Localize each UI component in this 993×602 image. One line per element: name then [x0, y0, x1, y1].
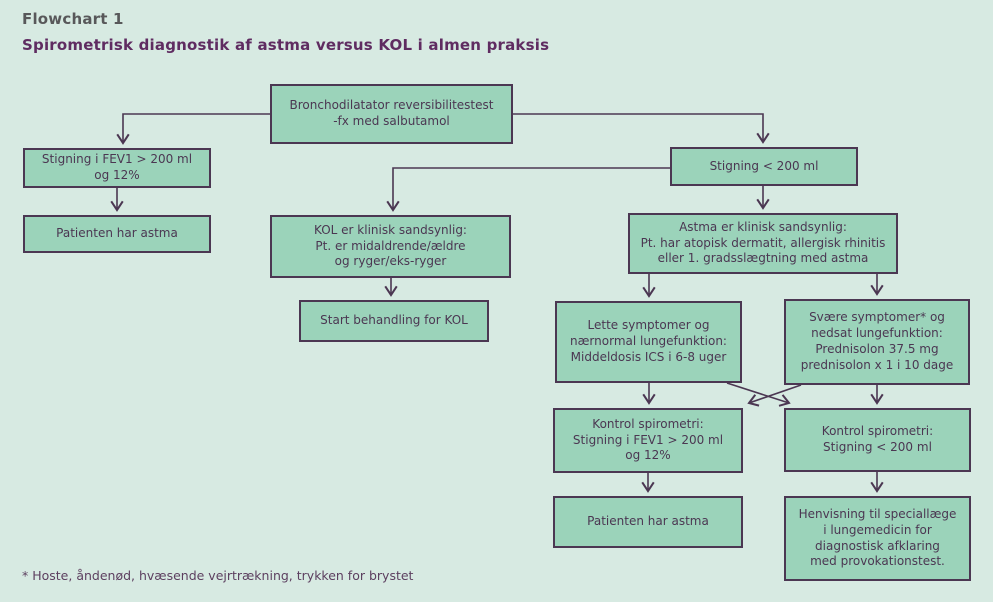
node-lette-symptomer: Lette symptomer og nærnormal lungefunkti…: [555, 301, 742, 383]
node-start-behandling-kol: Start behandling for KOL: [299, 300, 489, 342]
node-patienten-har-astma-1: Patienten har astma: [23, 215, 211, 253]
node-label: Patienten har astma: [587, 514, 709, 529]
node-label: Start behandling for KOL: [320, 313, 468, 328]
node-kol-sandsynlig: KOL er klinisk sandsynlig: Pt. er midald…: [270, 215, 511, 278]
node-stigning-fev1: Stigning i FEV1 > 200 ml og 12%: [23, 148, 211, 188]
node-label: Stigning < 200 ml: [709, 158, 819, 173]
node-astma-sandsynlig: Astma er klinisk sandsynlig: Pt. har ato…: [628, 213, 898, 274]
node-henvisning-speciallaege: Henvisning til speciallæge i lungemedici…: [784, 496, 971, 581]
node-label: Patienten har astma: [56, 226, 178, 241]
node-label: KOL er klinisk sandsynlig: Pt. er midald…: [314, 222, 467, 269]
node-kontrol-spirometri-fev1: Kontrol spirometri: Stigning i FEV1 > 20…: [553, 408, 743, 473]
edge-top-to-stigning-fev1: [116, 113, 270, 145]
edge-lette-to-kontrol-under-200: [726, 382, 791, 407]
node-label: Stigning i FEV1 > 200 ml og 12%: [41, 152, 193, 182]
node-label: Kontrol spirometri: Stigning i FEV1 > 20…: [572, 416, 724, 463]
page-subtitle: Spirometrisk diagnostik af astma versus …: [22, 36, 550, 54]
edge-svaere-to-kontrol-fev1: [747, 384, 802, 407]
node-label: Bronchodilatator reversibilitestest -fx …: [289, 98, 494, 128]
node-stigning-under-200: Stigning < 200 ml: [670, 147, 858, 186]
node-label: Astma er klinisk sandsynlig: Pt. har ato…: [640, 219, 886, 266]
node-label: Kontrol spirometri: Stigning < 200 ml: [821, 424, 934, 454]
page-title: Flowchart 1: [22, 10, 124, 28]
edge-top-to-stigning-under-200: [513, 113, 770, 144]
node-svaere-symptomer: Svære symptomer* og nedsat lungefunktion…: [784, 299, 970, 385]
node-label: Svære symptomer* og nedsat lungefunktion…: [800, 310, 954, 372]
node-label: Henvisning til speciallæge i lungemedici…: [798, 506, 957, 569]
edge-stigning-under-200-to-kol: [386, 167, 670, 212]
node-kontrol-spirometri-under-200: Kontrol spirometri: Stigning < 200 ml: [784, 408, 971, 472]
node-patienten-har-astma-2: Patienten har astma: [553, 496, 743, 548]
footnote: * Hoste, åndenød, hvæsende vejrtrækning,…: [22, 568, 414, 583]
node-bronchodilatator-test: Bronchodilatator reversibilitestest -fx …: [270, 84, 513, 144]
node-label: Lette symptomer og nærnormal lungefunkti…: [570, 318, 727, 364]
